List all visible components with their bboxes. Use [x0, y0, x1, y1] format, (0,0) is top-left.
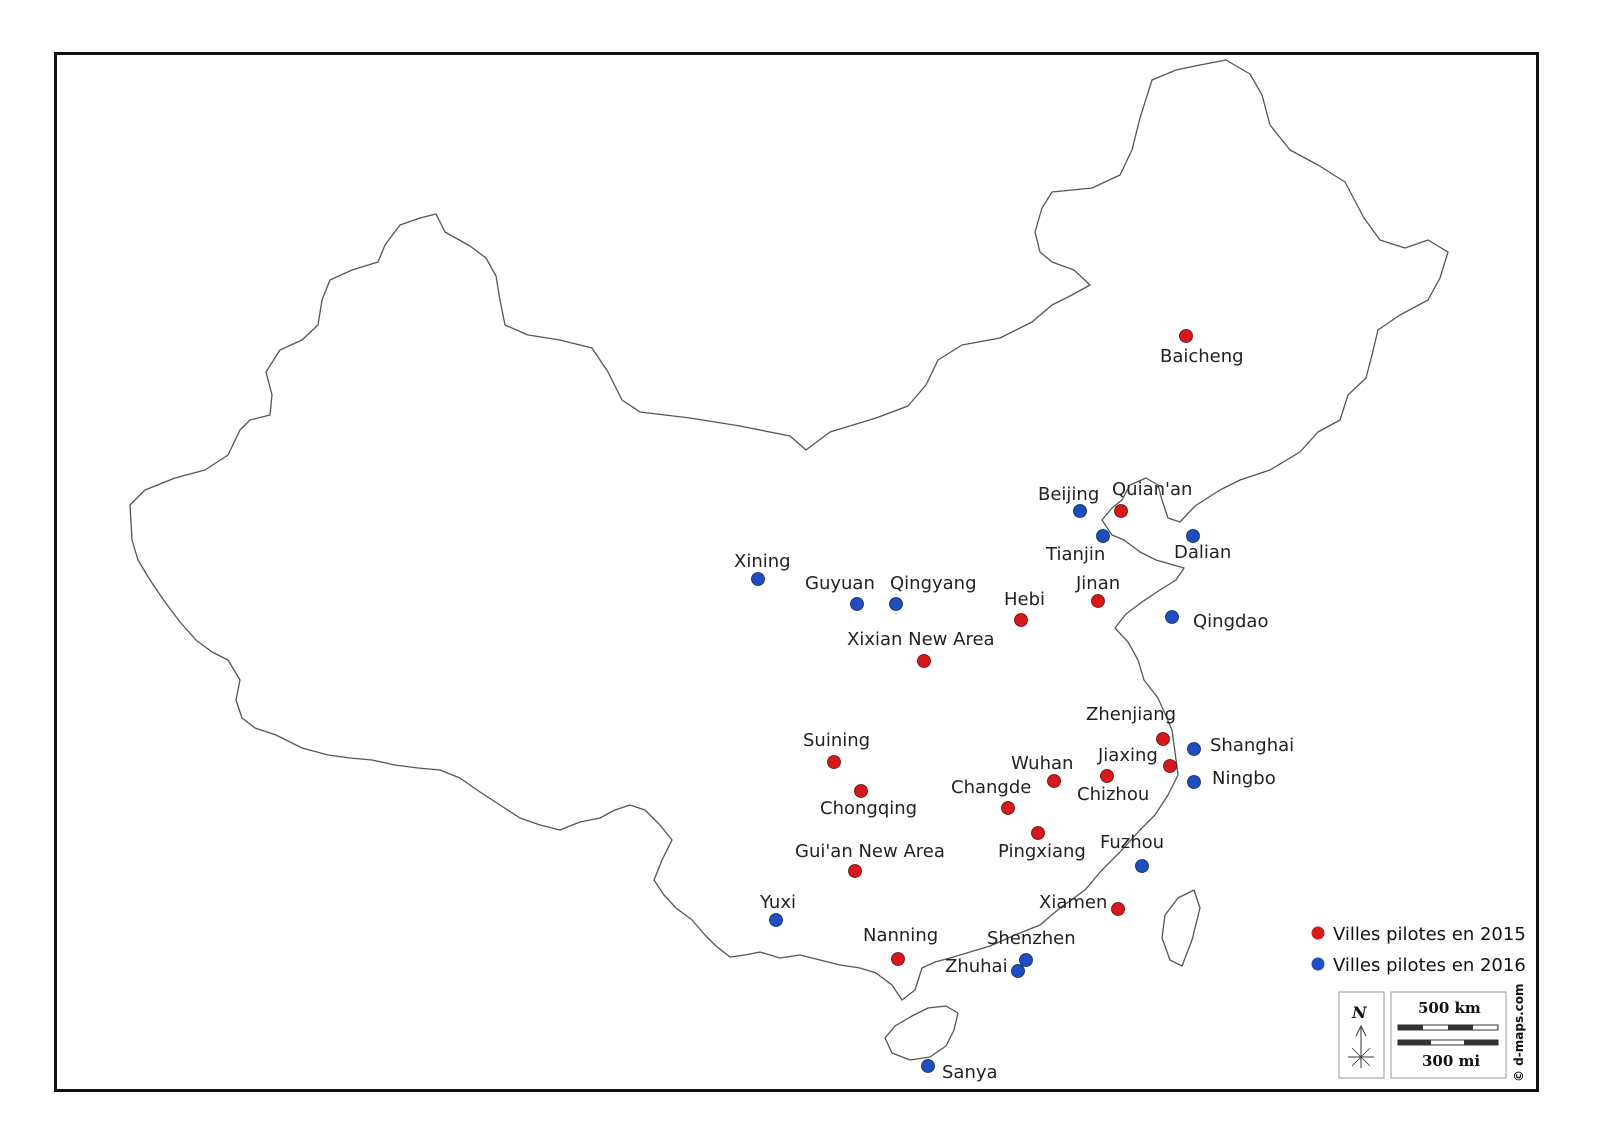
- city-marker-quianan[interactable]: Quian'an: [1112, 479, 1192, 518]
- svg-text:500 km: 500 km: [1418, 999, 1481, 1017]
- svg-text:Pingxiang: Pingxiang: [998, 841, 1086, 862]
- svg-text:Xining: Xining: [734, 551, 791, 572]
- svg-text:N: N: [1351, 1003, 1368, 1022]
- svg-text:Jiaxing: Jiaxing: [1097, 745, 1158, 766]
- svg-text:Beijing: Beijing: [1038, 484, 1099, 505]
- svg-text:Zhenjiang: Zhenjiang: [1086, 704, 1176, 725]
- svg-text:Guyuan: Guyuan: [805, 573, 875, 594]
- city-marker-xining[interactable]: Xining: [734, 551, 791, 586]
- city-marker-nanning[interactable]: Nanning: [863, 925, 938, 966]
- city-marker-xiamen[interactable]: Xiamen: [1039, 892, 1125, 916]
- svg-text:Shenzhen: Shenzhen: [987, 928, 1076, 949]
- city-marker-yuxi[interactable]: Yuxi: [759, 892, 796, 927]
- svg-text:Sanya: Sanya: [942, 1062, 998, 1083]
- city-marker-zhenjiang[interactable]: Zhenjiang: [1086, 704, 1176, 746]
- map-frame: [54, 52, 1539, 1092]
- svg-text:Villes pilotes en 2016: Villes pilotes en 2016: [1333, 955, 1526, 976]
- svg-text:Fuzhou: Fuzhou: [1100, 832, 1164, 853]
- city-marker-qingdao[interactable]: Qingdao: [1165, 610, 1269, 633]
- city-marker-pingxiang[interactable]: Pingxiang: [998, 826, 1086, 863]
- city-marker-sanya[interactable]: Sanya: [921, 1059, 998, 1084]
- city-marker-chizhou[interactable]: Chizhou: [1077, 769, 1149, 806]
- svg-text:Ningbo: Ningbo: [1212, 768, 1276, 789]
- svg-text:Tianjin: Tianjin: [1045, 544, 1105, 565]
- city-marker-suining[interactable]: Suining: [803, 730, 870, 769]
- legend-item-2016: Villes pilotes en 2016: [1311, 955, 1526, 976]
- svg-text:Chizhou: Chizhou: [1077, 784, 1149, 805]
- city-marker-wuhan[interactable]: Wuhan: [1011, 753, 1073, 788]
- svg-text:Qingdao: Qingdao: [1193, 611, 1268, 632]
- city-marker-hebi[interactable]: Hebi: [1004, 589, 1045, 627]
- city-marker-baicheng[interactable]: Baicheng: [1160, 329, 1244, 368]
- china-mainland-outline: [129, 59, 1449, 1001]
- city-marker-shenzhen[interactable]: Shenzhen: [987, 928, 1076, 967]
- svg-text:Jinan: Jinan: [1075, 573, 1120, 594]
- svg-text:Zhuhai: Zhuhai: [945, 956, 1008, 977]
- legend: Villes pilotes en 2015 Villes pilotes en…: [1311, 924, 1526, 976]
- city-marker-guian-new-area[interactable]: Gui'an New Area: [795, 841, 945, 878]
- north-arrow: N: [1338, 991, 1385, 1079]
- city-marker-zhuhai[interactable]: Zhuhai: [945, 956, 1025, 978]
- city-marker-shanghai[interactable]: Shanghai: [1187, 735, 1295, 756]
- city-marker-tianjin[interactable]: Tianjin: [1045, 529, 1110, 566]
- city-marker-jinan[interactable]: Jinan: [1075, 573, 1120, 608]
- svg-text:Villes pilotes en 2015: Villes pilotes en 2015: [1333, 924, 1526, 945]
- svg-text:Xiamen: Xiamen: [1039, 892, 1107, 913]
- city-marker-xixian-new-area[interactable]: Xixian New Area: [847, 629, 995, 668]
- svg-text:Quian'an: Quian'an: [1112, 479, 1192, 500]
- hainan-outline: [884, 1005, 959, 1061]
- scale-bar: 500 km 300 mi: [1390, 991, 1507, 1079]
- city-marker-beijing[interactable]: Beijing: [1038, 484, 1099, 518]
- city-marker-chongqing[interactable]: Chongqing: [820, 784, 917, 820]
- svg-text:Dalian: Dalian: [1174, 542, 1231, 563]
- svg-text:Yuxi: Yuxi: [759, 892, 796, 913]
- city-marker-qingyang[interactable]: Qingyang: [889, 573, 977, 611]
- svg-text:300 mi: 300 mi: [1422, 1052, 1480, 1070]
- svg-text:Suining: Suining: [803, 730, 870, 751]
- legend-item-2015: Villes pilotes en 2015: [1311, 924, 1526, 945]
- city-marker-guyuan[interactable]: Guyuan: [805, 573, 875, 611]
- svg-text:Changde: Changde: [951, 777, 1031, 798]
- taiwan-outline: [1161, 889, 1201, 967]
- svg-text:Hebi: Hebi: [1004, 589, 1045, 610]
- city-marker-fuzhou[interactable]: Fuzhou: [1100, 832, 1164, 873]
- city-marker-changde[interactable]: Changde: [951, 777, 1031, 815]
- svg-text:Baicheng: Baicheng: [1160, 346, 1244, 367]
- svg-text:Chongqing: Chongqing: [820, 798, 917, 819]
- city-marker-ningbo[interactable]: Ningbo: [1187, 768, 1276, 789]
- svg-text:Shanghai: Shanghai: [1210, 735, 1294, 756]
- svg-text:Xixian New Area: Xixian New Area: [847, 629, 995, 650]
- city-marker-jiaxing[interactable]: Jiaxing: [1097, 745, 1177, 773]
- svg-text:Gui'an New Area: Gui'an New Area: [795, 841, 945, 862]
- city-marker-dalian[interactable]: Dalian: [1174, 529, 1231, 564]
- svg-text:Wuhan: Wuhan: [1011, 753, 1073, 774]
- credit-text: © d-maps.com: [1512, 983, 1526, 1082]
- svg-text:Nanning: Nanning: [863, 925, 938, 946]
- svg-text:Qingyang: Qingyang: [890, 573, 977, 594]
